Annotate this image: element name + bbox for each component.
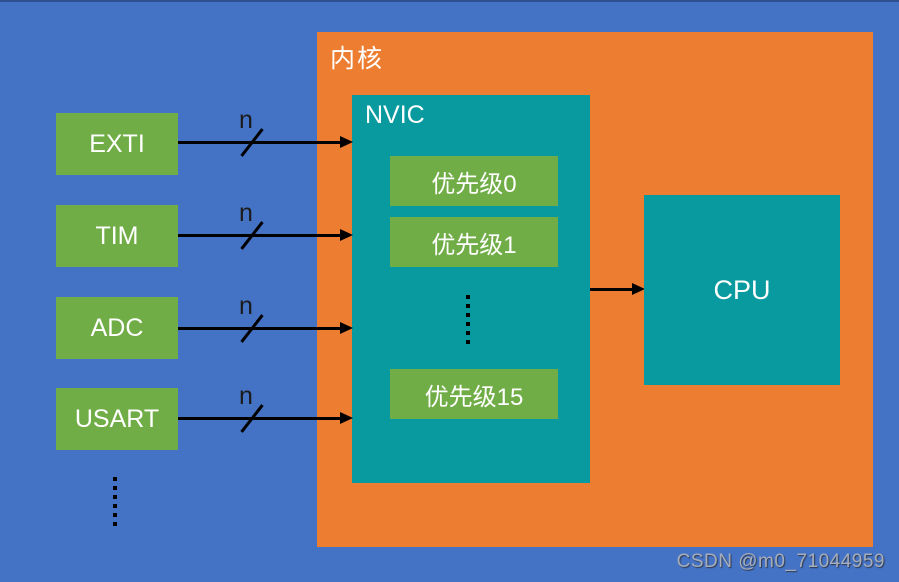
arrow-head-icon [632, 283, 645, 295]
arrow-line [178, 327, 341, 330]
top-edge-shade [0, 0, 899, 2]
adc-to-nvic-arrow: n [178, 291, 356, 349]
priority-ellipsis-dots [466, 295, 470, 345]
bus-width-label: n [239, 106, 253, 134]
cpu-label: CPU [713, 274, 771, 305]
peripheral-usart-block: USART [56, 388, 178, 450]
tim-to-nvic-arrow: n [178, 198, 356, 256]
arrow-head-icon [340, 229, 353, 241]
exti-to-nvic-arrow: n [178, 105, 356, 163]
usart-to-nvic-arrow: n [178, 381, 356, 439]
bus-width-label: n [239, 382, 253, 410]
arrow-line [178, 234, 341, 237]
peripheral-ellipsis-dots [113, 477, 117, 527]
arrow-line [590, 288, 633, 291]
priority-1-block: 优先级1 [390, 217, 558, 267]
arrow-head-icon [340, 322, 353, 334]
peripheral-exti-block: EXTI [56, 113, 178, 175]
kernel-box: 内核 NVIC 优先级0 优先级1 优先级15 CPU [317, 32, 873, 547]
priority-0-block: 优先级0 [390, 156, 558, 206]
bus-width-label: n [239, 292, 253, 320]
arrow-head-icon [340, 412, 353, 424]
arrow-line [178, 417, 341, 420]
peripheral-tim-block: TIM [56, 205, 178, 267]
priority-15-block: 优先级15 [390, 369, 558, 419]
nvic-to-cpu-arrow [590, 277, 646, 301]
peripheral-adc-block: ADC [56, 297, 178, 359]
bus-width-label: n [239, 199, 253, 227]
csdn-watermark: CSDN @m0_71044959 [676, 551, 885, 572]
kernel-label: 内核 [330, 45, 385, 73]
cpu-box: CPU [644, 195, 840, 385]
arrow-line [178, 141, 341, 144]
arrow-head-icon [340, 136, 353, 148]
nvic-box: NVIC 优先级0 优先级1 优先级15 [352, 95, 590, 483]
nvic-label: NVIC [365, 101, 425, 129]
